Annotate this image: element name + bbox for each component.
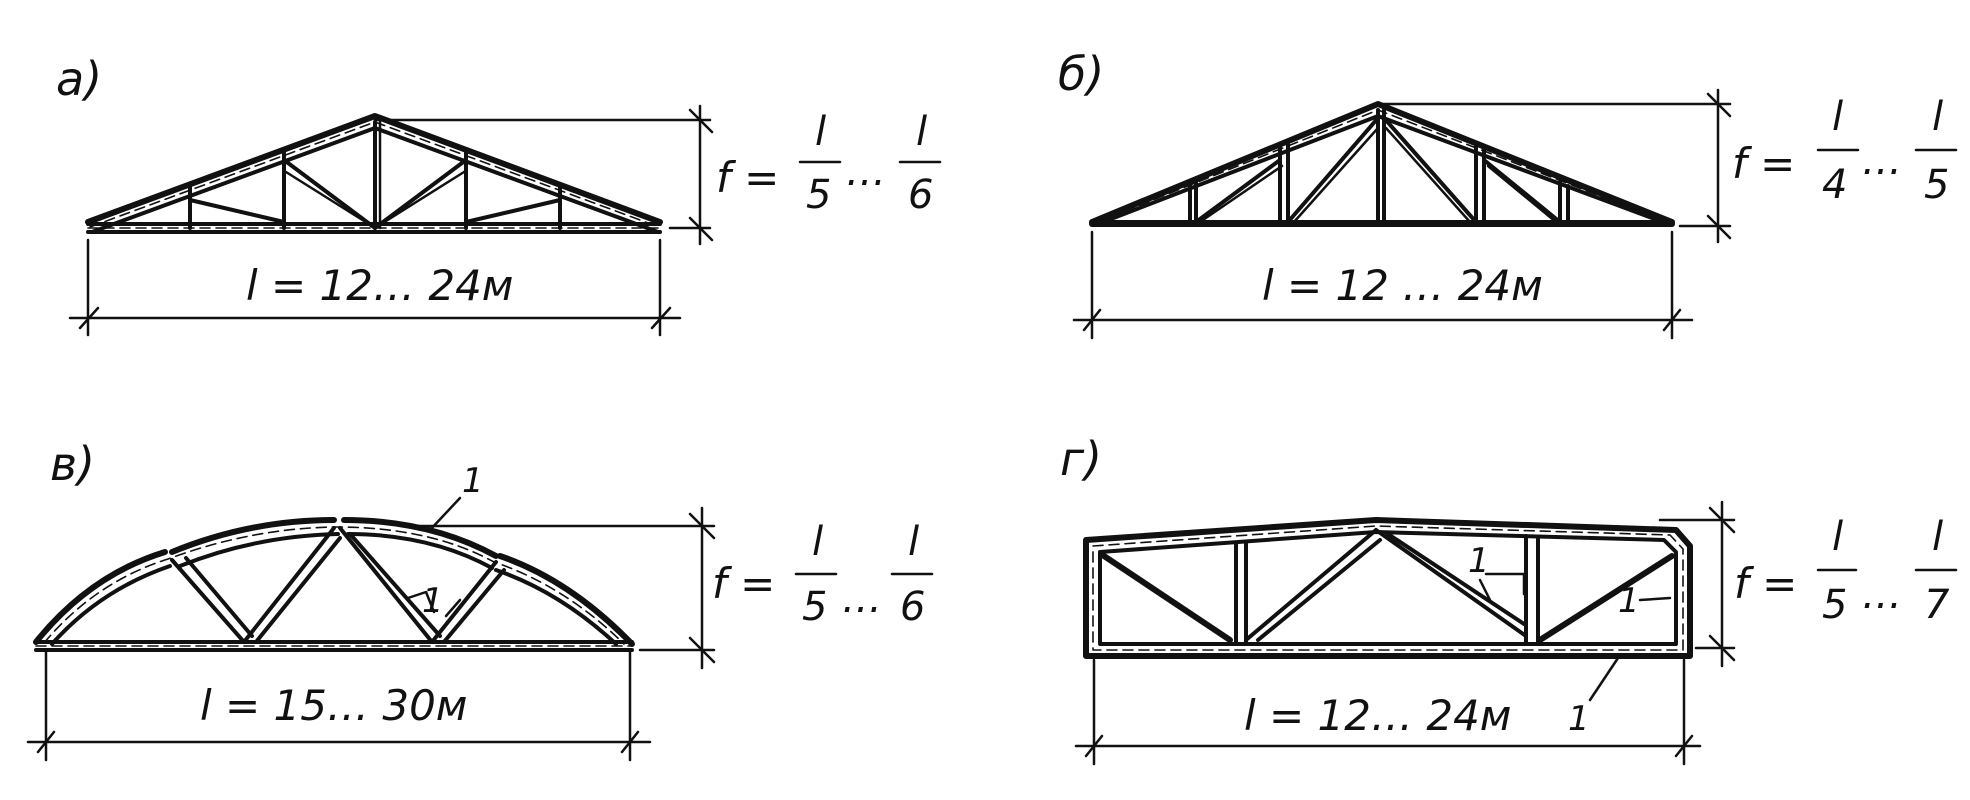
panel-g-callouts: 1 1 1	[1468, 541, 1672, 739]
panel-a-span-dimension: l = 12… 24м	[68, 238, 682, 337]
panel-a-rise-dimension	[373, 104, 714, 246]
panel-a-span-label: l = 12… 24м	[246, 261, 513, 310]
panel-b-ellipsis: …	[1862, 138, 1902, 184]
panel-b-span-dimension: l = 12 … 24м	[1072, 230, 1694, 340]
panel-v-rise-formula: f = l 5 … l 6	[712, 519, 934, 630]
panel-g-frac2-num: l	[1932, 514, 1943, 560]
panel-a-rise-formula: f = l 5 … l 6	[716, 109, 942, 218]
panel-v-rise-dimension	[408, 506, 716, 670]
panel-v-span-dimension: l = 15… 30м	[26, 650, 652, 762]
panel-g-span-label: l = 12… 24м	[1244, 691, 1511, 740]
panel-a-label: а)	[56, 52, 102, 106]
panel-g-ellipsis: …	[1862, 572, 1902, 618]
panel-b-truss	[1089, 101, 1675, 227]
panel-g-callout-vertical: 1	[1618, 581, 1640, 621]
panel-b-frac2-num: l	[1932, 94, 1943, 140]
panel-a-frac2-num: l	[916, 109, 927, 155]
panel-v-frac1-num: l	[812, 519, 823, 565]
panel-g-frac2-den: 7	[1924, 582, 1950, 628]
panel-g-callout-diagonal: 1	[1468, 541, 1490, 581]
panel-a: а) l = 12… 24м f =	[56, 52, 942, 337]
panel-a-rise-prefix: f =	[716, 153, 779, 202]
panel-g-rise-formula: f = l 5 … l 7	[1734, 514, 1958, 628]
panel-v-label: в)	[50, 437, 95, 491]
panel-b-rise-formula: f = l 4 … l 5	[1732, 94, 1958, 208]
panel-b: б) l = 12 … 24м f =	[1058, 47, 1958, 340]
panel-v-rise-prefix: f =	[712, 559, 775, 608]
panel-a-frac2-den: 6	[908, 172, 933, 218]
panel-g-rise-dimension	[1658, 500, 1736, 668]
panel-g: г) l = 12… 24м 1 1	[1060, 432, 1958, 766]
panel-v-ellipsis: …	[842, 576, 882, 622]
panel-g-span-dimension: l = 12… 24м	[1074, 658, 1702, 766]
panel-b-rise-dimension	[1378, 88, 1732, 244]
panel-a-frac1-den: 5	[806, 172, 831, 218]
panel-v-callout-diagonal: 1	[422, 581, 444, 621]
panel-b-label: б)	[1058, 47, 1104, 101]
panel-v-frac2-den: 6	[900, 584, 925, 630]
panel-v-frac1-den: 5	[802, 584, 827, 630]
panel-g-rise-prefix: f =	[1734, 559, 1797, 608]
panel-v-frac2-num: l	[908, 519, 919, 565]
panel-v-truss	[33, 517, 635, 652]
panel-g-callout-bottom-chord: 1	[1568, 699, 1590, 739]
panel-g-frac1-num: l	[1832, 514, 1843, 560]
panel-v-callouts: 1 1	[406, 461, 484, 621]
panel-a-truss	[85, 113, 663, 234]
panel-a-ellipsis: …	[846, 149, 886, 195]
panel-b-rise-prefix: f =	[1732, 139, 1795, 188]
panel-b-frac1-den: 4	[1822, 162, 1847, 208]
panel-a-frac1-num: l	[815, 109, 826, 155]
panel-v-callout-top-chord: 1	[462, 461, 484, 501]
panel-g-truss	[1083, 517, 1693, 659]
panel-b-span-label: l = 12 … 24м	[1262, 261, 1543, 310]
panel-b-frac1-num: l	[1832, 94, 1843, 140]
panel-g-label: г)	[1060, 432, 1102, 486]
panel-v-span-label: l = 15… 30м	[200, 681, 467, 730]
panel-b-frac2-den: 5	[1924, 162, 1949, 208]
panel-v: в) l = 15… 30	[26, 437, 934, 762]
panel-g-frac1-den: 5	[1822, 582, 1847, 628]
